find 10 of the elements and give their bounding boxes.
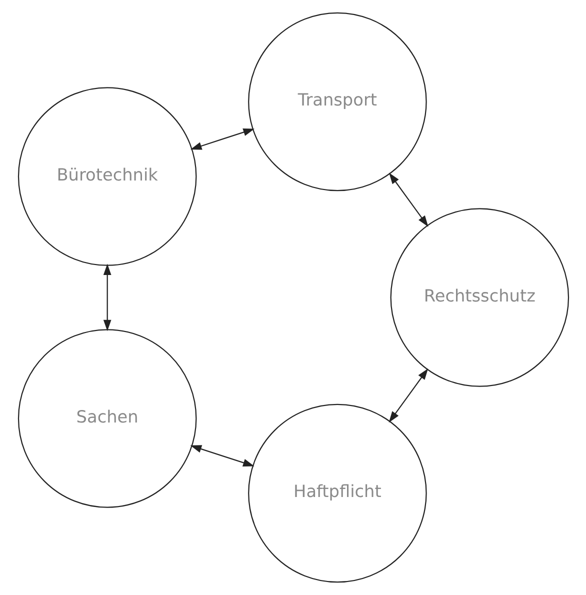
arrow (190, 445, 254, 467)
node-circle: Sachen (17, 329, 196, 508)
node-circle: Haftpflicht (248, 404, 426, 583)
arrow (102, 264, 111, 332)
node-circle: Rechtsschutz (390, 208, 569, 387)
node-circle: Transport (248, 12, 426, 192)
arrow (388, 172, 428, 227)
arrow (190, 128, 254, 150)
arrow (388, 368, 428, 423)
node-circle: Bürotechnik (17, 87, 196, 266)
